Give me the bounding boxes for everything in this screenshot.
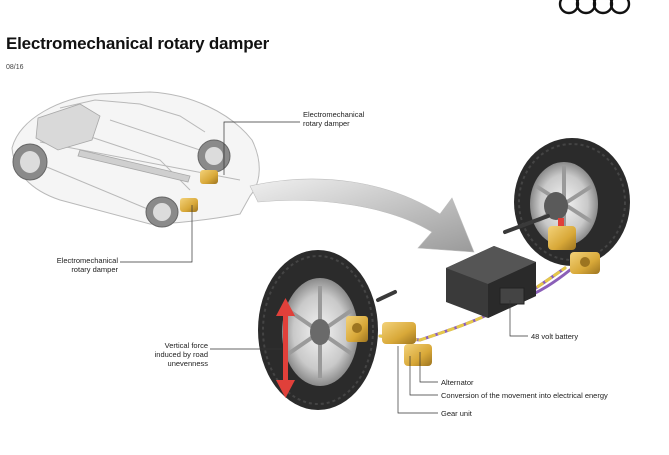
label-damper-top-line2: rotary damper — [303, 119, 350, 128]
label-vertical-force-line1: Vertical force — [164, 341, 208, 350]
car-wheel-rear-icon — [145, 196, 179, 228]
car-damper-upper-icon — [200, 170, 218, 184]
label-damper-left-line1: Electromechanical — [56, 256, 118, 265]
audi-rings-logo — [558, 0, 631, 15]
label-gear-unit: Gear unit — [441, 409, 472, 418]
zoom-arrow-icon — [249, 178, 475, 253]
label-conversion: Conversion of the movement into electric… — [441, 391, 608, 400]
label-battery: 48 volt battery — [531, 332, 579, 341]
page-title: Electromechanical rotary damper — [6, 34, 270, 53]
right-wheel-icon — [514, 138, 630, 266]
car-wheel-rear-right-icon — [197, 139, 231, 173]
left-damper-icon — [346, 316, 432, 366]
label-damper-top-line1: Electromechanical — [303, 110, 365, 119]
right-damper-icon — [548, 226, 600, 274]
label-vertical-force-line2: induced by road — [154, 350, 208, 359]
suspension-links — [376, 214, 550, 302]
leader-lines — [120, 121, 528, 414]
car-damper-lower-icon — [180, 198, 198, 212]
label-vertical-force: Vertical force induced by road unevennes… — [128, 341, 208, 368]
label-damper-top: Electromechanical rotary damper — [303, 110, 364, 128]
label-damper-left-line2: rotary damper — [71, 265, 118, 274]
page-subtitle: 08/16 — [6, 64, 24, 71]
car-internals — [35, 103, 191, 183]
battery-icon — [446, 246, 536, 318]
label-alternator: Alternator — [441, 378, 474, 387]
car-wheel-front-icon — [12, 143, 48, 181]
vertical-force-arrow-icon — [276, 298, 295, 398]
label-vertical-force-line3: unevenness — [167, 359, 208, 368]
label-damper-left: Electromechanical rotary damper — [30, 256, 118, 274]
